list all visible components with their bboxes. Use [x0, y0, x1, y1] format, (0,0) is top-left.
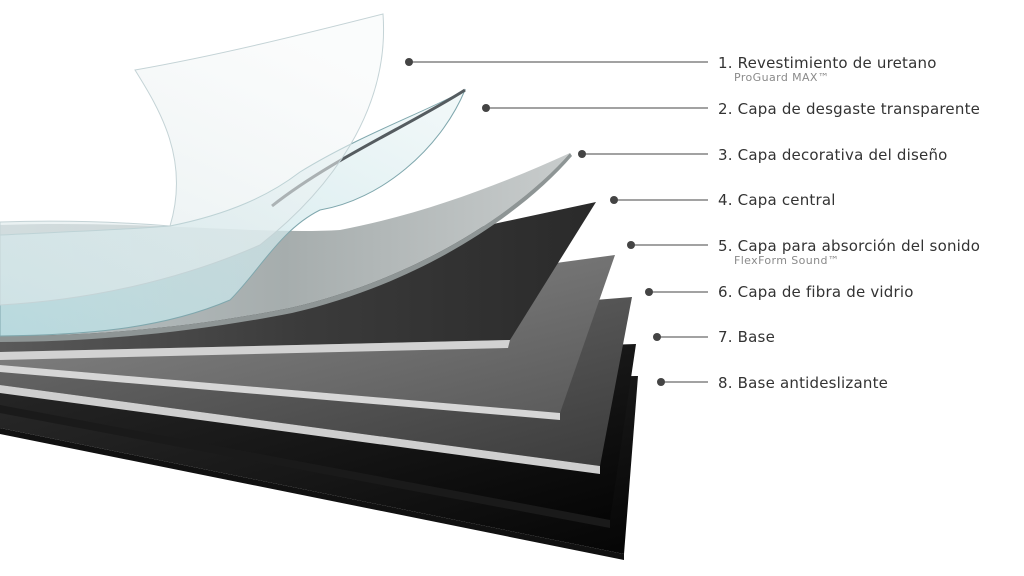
label-layer-7-text: 7. Base — [718, 328, 776, 346]
label-layer-6: 6. Capa de fibra de vidrio — [718, 283, 914, 301]
leader-dot-6 — [645, 288, 653, 296]
leader-lines — [405, 58, 708, 386]
label-layer-7: 7. Base — [718, 328, 775, 346]
label-layer-5-text: 5. Capa para absorción del sonido — [718, 237, 981, 255]
label-layer-5: 5. Capa para absorción del sonido FlexFo… — [718, 237, 980, 267]
leader-dot-1 — [405, 58, 413, 66]
leader-dot-4 — [610, 196, 618, 204]
label-layer-2: 2. Capa de desgaste transparente — [718, 100, 980, 118]
leader-dot-8 — [657, 378, 665, 386]
label-layer-1: 1. Revestimiento de uretano ProGuard MAX… — [718, 54, 937, 84]
label-layer-5-subtitle: FlexForm Sound™ — [734, 254, 840, 267]
leader-dot-7 — [653, 333, 661, 341]
label-layer-8-text: 8. Base antideslizante — [718, 374, 889, 392]
label-layer-1-text: 1. Revestimiento de uretano — [718, 54, 937, 72]
label-layer-4-text: 4. Capa central — [718, 191, 836, 209]
label-layer-2-text: 2. Capa de desgaste transparente — [718, 100, 981, 118]
label-layer-3: 3. Capa decorativa del diseño — [718, 146, 948, 164]
label-layer-8: 8. Base antideslizante — [718, 374, 888, 392]
label-layer-1-subtitle: ProGuard MAX™ — [734, 71, 830, 84]
label-layer-3-text: 3. Capa decorativa del diseño — [718, 146, 948, 164]
leader-dot-5 — [627, 241, 635, 249]
layer-urethane — [0, 13, 385, 306]
leader-dot-2 — [482, 104, 490, 112]
label-layer-6-text: 6. Capa de fibra de vidrio — [718, 283, 914, 301]
label-layer-4: 4. Capa central — [718, 191, 836, 209]
leader-dot-3 — [578, 150, 586, 158]
